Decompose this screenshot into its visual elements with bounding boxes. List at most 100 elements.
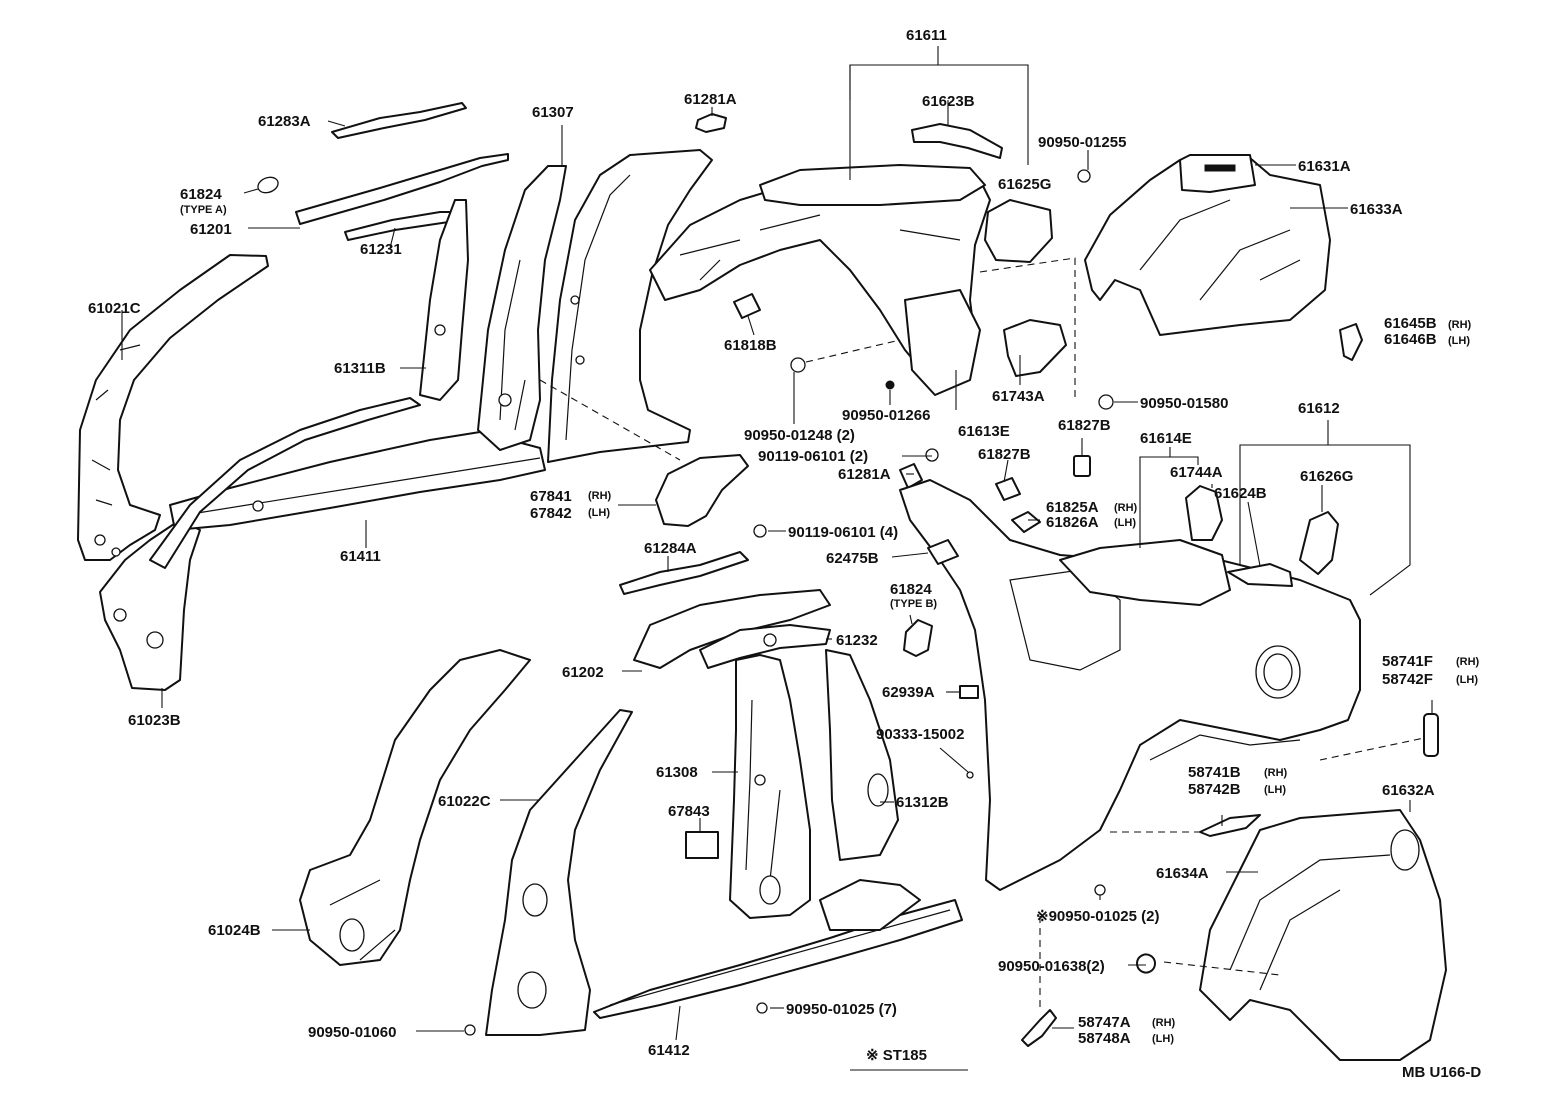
part-61645B — [1339, 323, 1363, 361]
label-61625G: 61625G — [998, 176, 1051, 193]
label-61824-a: 61824 — [180, 186, 222, 203]
part-61611-shelf — [759, 164, 986, 206]
part-61611-outer — [547, 149, 713, 463]
part-61284A — [619, 551, 749, 595]
part-61411 — [169, 431, 546, 531]
part-61626G — [1299, 511, 1339, 575]
label-90119-06101-2: 90119-06101 (2) — [758, 448, 868, 465]
label-61826A: 61826A — [1046, 514, 1099, 531]
part-61632A — [1199, 809, 1447, 1061]
label-61613E: 61613E — [958, 423, 1010, 440]
label-90950-01025-2: ※90950-01025 (2) — [1036, 908, 1160, 925]
label-61232: 61232 — [836, 632, 878, 649]
label-58741F: 58741F — [1382, 653, 1433, 670]
label-61826A-lh: (LH) — [1114, 517, 1136, 529]
label-58741B: 58741B — [1188, 764, 1241, 781]
part-61021C-rail — [149, 397, 421, 569]
part-61827B-b — [995, 477, 1021, 501]
fastener-90950-01025-7 — [756, 1002, 768, 1014]
label-61646B-lh: (LH) — [1448, 335, 1470, 347]
label-67843: 67843 — [668, 803, 710, 820]
part-61633A — [1084, 157, 1331, 336]
label-61827B-b: 61827B — [978, 446, 1031, 463]
label-62939A: 62939A — [882, 684, 935, 701]
fastener-90119-06101-4 — [753, 524, 767, 538]
part-61827B — [1073, 455, 1091, 477]
part-61023B — [99, 519, 201, 691]
part-61281A-mid — [899, 463, 923, 489]
label-61827B-a: 61827B — [1058, 417, 1111, 434]
label-61311B: 61311B — [334, 360, 386, 377]
part-61312B — [825, 649, 899, 861]
part-61308 — [729, 654, 811, 919]
label-61633A: 61633A — [1350, 201, 1403, 218]
label-67842: 67842 — [530, 505, 572, 522]
fastener-90950-01060 — [464, 1024, 476, 1036]
label-61614E: 61614E — [1140, 430, 1192, 447]
label-61022C: 61022C — [438, 793, 491, 810]
label-61612: 61612 — [1298, 400, 1340, 417]
part-61022C — [485, 709, 633, 1036]
label-61645B-rh: (RH) — [1448, 319, 1472, 331]
part-61631A — [1179, 154, 1256, 193]
label-61744A: 61744A — [1170, 464, 1223, 481]
label-61626G: 61626G — [1300, 468, 1353, 485]
part-61824-type-b — [903, 619, 933, 657]
part-90333-15002 — [966, 771, 974, 779]
label-67841: 67841 — [530, 488, 572, 505]
fastener-90950-01248 — [790, 357, 806, 373]
part-58747A — [1021, 1009, 1057, 1047]
label-61283A: 61283A — [258, 113, 311, 130]
part-61743A — [1003, 319, 1067, 377]
fastener-90950-01025-2 — [1094, 884, 1106, 896]
part-61818B — [733, 293, 761, 319]
part-67841 — [655, 454, 749, 527]
part-61201 — [295, 153, 509, 225]
label-90950-01638: 90950-01638(2) — [998, 958, 1105, 975]
fastener-90950-01266 — [885, 380, 895, 390]
label-67841-rh: (RH) — [588, 490, 612, 502]
label-58748A-lh: (LH) — [1152, 1033, 1174, 1045]
label-st185: ※ ST185 — [866, 1047, 927, 1064]
label-61231: 61231 — [360, 241, 402, 258]
label-90119-06101-4: 90119-06101 (4) — [788, 524, 898, 541]
label-61021C: 61021C — [88, 300, 141, 317]
label-58741B-rh: (RH) — [1264, 767, 1288, 779]
label-61023B: 61023B — [128, 712, 181, 729]
part-58741F — [1423, 713, 1439, 757]
label-61201: 61201 — [190, 221, 232, 238]
label-90950-01580: 90950-01580 — [1140, 395, 1228, 412]
label-90950-01255: 90950-01255 — [1038, 134, 1126, 151]
label-61743A: 61743A — [992, 388, 1045, 405]
label-58742B-lh: (LH) — [1264, 784, 1286, 796]
part-61824-type-a — [257, 176, 279, 194]
label-61825A-rh: (RH) — [1114, 502, 1138, 514]
label-58747A-rh: (RH) — [1152, 1017, 1176, 1029]
label-61281A-top: 61281A — [684, 91, 737, 108]
label-90950-01248: 90950-01248 (2) — [744, 427, 855, 444]
label-61646B: 61646B — [1384, 331, 1437, 348]
fastener-90950-01255 — [1077, 169, 1091, 183]
part-61412 — [593, 899, 963, 1019]
label-diagram-code: MB U166-D — [1402, 1064, 1481, 1081]
label-61634A: 61634A — [1156, 865, 1209, 882]
label-62475B: 62475B — [826, 550, 879, 567]
label-61024B: 61024B — [208, 922, 261, 939]
label-90333-15002: 90333-15002 — [876, 726, 964, 743]
part-61281A-top — [695, 113, 727, 133]
part-61613E-lower — [904, 289, 981, 396]
part-61311B — [419, 199, 469, 401]
label-61824-b: 61824 — [890, 581, 932, 598]
label-61623B: 61623B — [922, 93, 975, 110]
label-61624B: 61624B — [1214, 485, 1267, 502]
fastener-90950-01580 — [1098, 394, 1114, 410]
label-61411: 61411 — [340, 548, 381, 565]
part-61744A — [1185, 485, 1223, 541]
label-61611: 61611 — [906, 27, 947, 44]
label-61632A: 61632A — [1382, 782, 1435, 799]
label-61818B: 61818B — [724, 337, 777, 354]
label-61824-b-type: (TYPE B) — [890, 598, 937, 610]
label-90950-01266: 90950-01266 — [842, 407, 930, 424]
part-62475B — [927, 539, 959, 565]
